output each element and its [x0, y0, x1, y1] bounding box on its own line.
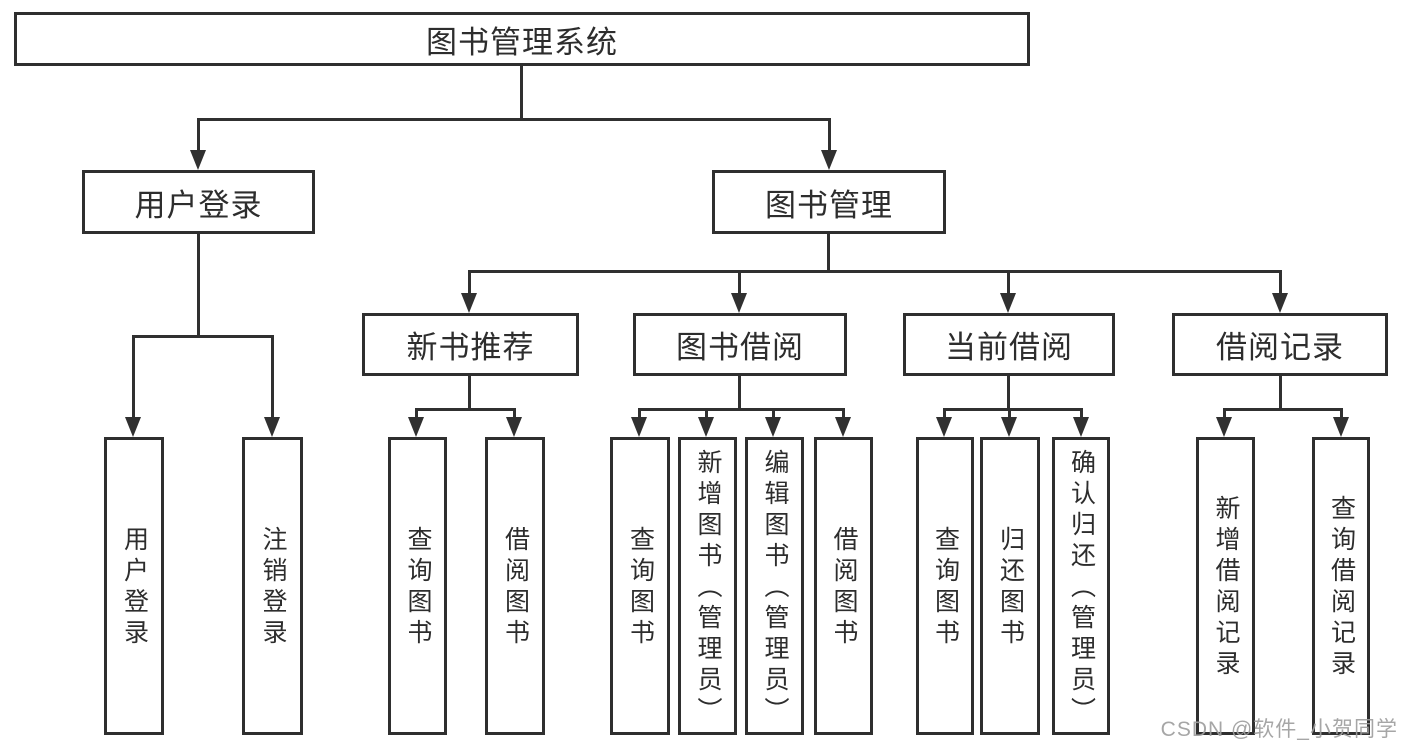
node-new-book-recommend-label: 新书推荐 [406, 330, 535, 365]
connector-line [415, 408, 516, 411]
leaf-logout-label: 注销登录 [259, 526, 287, 650]
connector-line [1223, 408, 1226, 419]
leaf-borrow-book-2: 借阅图书 [814, 437, 873, 735]
connector-line [705, 408, 708, 419]
leaf-user-login-label: 用户登录 [120, 526, 149, 650]
leaf-add-book-admin: 新增图书（管理员） [678, 437, 737, 735]
leaf-query-book-2: 查询图书 [610, 437, 670, 735]
arrow-down-icon [125, 417, 141, 437]
arrow-down-icon [461, 293, 477, 313]
leaf-query-book-1: 查询图书 [388, 437, 447, 735]
connector-line [1223, 408, 1343, 411]
node-borrow-record-label: 借阅记录 [1216, 330, 1344, 365]
node-current-borrow-label: 当前借阅 [945, 330, 1073, 365]
node-current-borrow: 当前借阅 [903, 313, 1115, 376]
leaf-logout: 注销登录 [242, 437, 303, 735]
leaf-borrow-book-1-label: 借阅图书 [501, 526, 530, 650]
leaf-query-book-3-label: 查询图书 [931, 526, 960, 650]
connector-line [738, 376, 741, 408]
leaf-add-borrow-record: 新增借阅记录 [1196, 437, 1255, 735]
connector-line [1080, 408, 1083, 419]
arrow-down-icon [631, 417, 647, 437]
leaf-borrow-book-2-label: 借阅图书 [830, 526, 858, 650]
connector-line [197, 118, 831, 121]
connector-line [738, 270, 741, 295]
leaf-query-borrow-record-label: 查询借阅记录 [1327, 495, 1356, 681]
arrow-down-icon [506, 417, 522, 437]
arrow-down-icon [698, 417, 714, 437]
leaf-query-book-2-label: 查询图书 [626, 526, 655, 650]
arrow-down-icon [190, 150, 206, 170]
connector-line [1007, 270, 1010, 295]
connector-line [638, 408, 845, 411]
connector-line [468, 270, 1282, 273]
arrow-down-icon [264, 417, 280, 437]
leaf-confirm-return-admin: 确认归还（管理员） [1052, 437, 1110, 735]
leaf-user-login: 用户登录 [104, 437, 164, 735]
connector-line [513, 408, 516, 419]
node-book-borrow-label: 图书借阅 [676, 330, 804, 365]
node-new-book-recommend: 新书推荐 [362, 313, 579, 376]
connector-line [520, 66, 523, 118]
connector-line [197, 234, 200, 335]
leaf-edit-book-admin: 编辑图书（管理员） [745, 437, 804, 735]
leaf-add-book-admin-label: 新增图书（管理员） [694, 448, 722, 728]
connector-line [132, 335, 135, 419]
node-root: 图书管理系统 [14, 12, 1030, 66]
node-book-management-label: 图书管理 [765, 187, 893, 223]
leaf-confirm-return-admin-label: 确认归还（管理员） [1067, 448, 1096, 728]
arrow-down-icon [1272, 293, 1288, 313]
connector-line [271, 335, 274, 419]
connector-line [1279, 376, 1282, 408]
arrow-down-icon [821, 150, 837, 170]
arrow-down-icon [1216, 417, 1232, 437]
connector-line [827, 234, 830, 270]
arrow-down-icon [765, 417, 781, 437]
leaf-edit-book-admin-label: 编辑图书（管理员） [761, 448, 789, 728]
node-borrow-record: 借阅记录 [1172, 313, 1388, 376]
leaf-return-book: 归还图书 [980, 437, 1040, 735]
leaf-query-borrow-record: 查询借阅记录 [1312, 437, 1370, 735]
connector-line [1279, 270, 1282, 295]
connector-line [828, 118, 831, 152]
arrow-down-icon [1073, 417, 1089, 437]
arrow-down-icon [835, 417, 851, 437]
arrow-down-icon [936, 417, 952, 437]
arrow-down-icon [1000, 293, 1016, 313]
connector-line [132, 335, 274, 338]
leaf-add-borrow-record-label: 新增借阅记录 [1212, 495, 1240, 681]
node-book-borrow: 图书借阅 [633, 313, 847, 376]
leaf-query-book-3: 查询图书 [916, 437, 974, 735]
connector-line [1340, 408, 1343, 419]
watermark: CSDN @软件_小贺同学 [1160, 718, 1398, 741]
arrow-down-icon [408, 417, 424, 437]
connector-line [468, 270, 471, 295]
leaf-borrow-book-1: 借阅图书 [485, 437, 545, 735]
connector-line [197, 118, 200, 152]
arrow-down-icon [1001, 417, 1017, 437]
connector-line [772, 408, 775, 419]
arrow-down-icon [731, 293, 747, 313]
arrow-down-icon [1333, 417, 1349, 437]
leaf-query-book-1-label: 查询图书 [404, 526, 432, 650]
node-user-login-label: 用户登录 [134, 187, 263, 223]
node-root-label: 图书管理系统 [426, 24, 618, 60]
connector-line [1008, 408, 1011, 419]
leaf-return-book-label: 归还图书 [996, 526, 1025, 650]
connector-line [468, 376, 471, 408]
node-book-management: 图书管理 [712, 170, 946, 234]
connector-line [842, 408, 845, 419]
connector-line [943, 408, 1083, 411]
connector-line [1007, 376, 1010, 408]
connector-line [943, 408, 946, 419]
connector-line [415, 408, 418, 419]
node-user-login: 用户登录 [82, 170, 315, 234]
connector-line [638, 408, 641, 419]
